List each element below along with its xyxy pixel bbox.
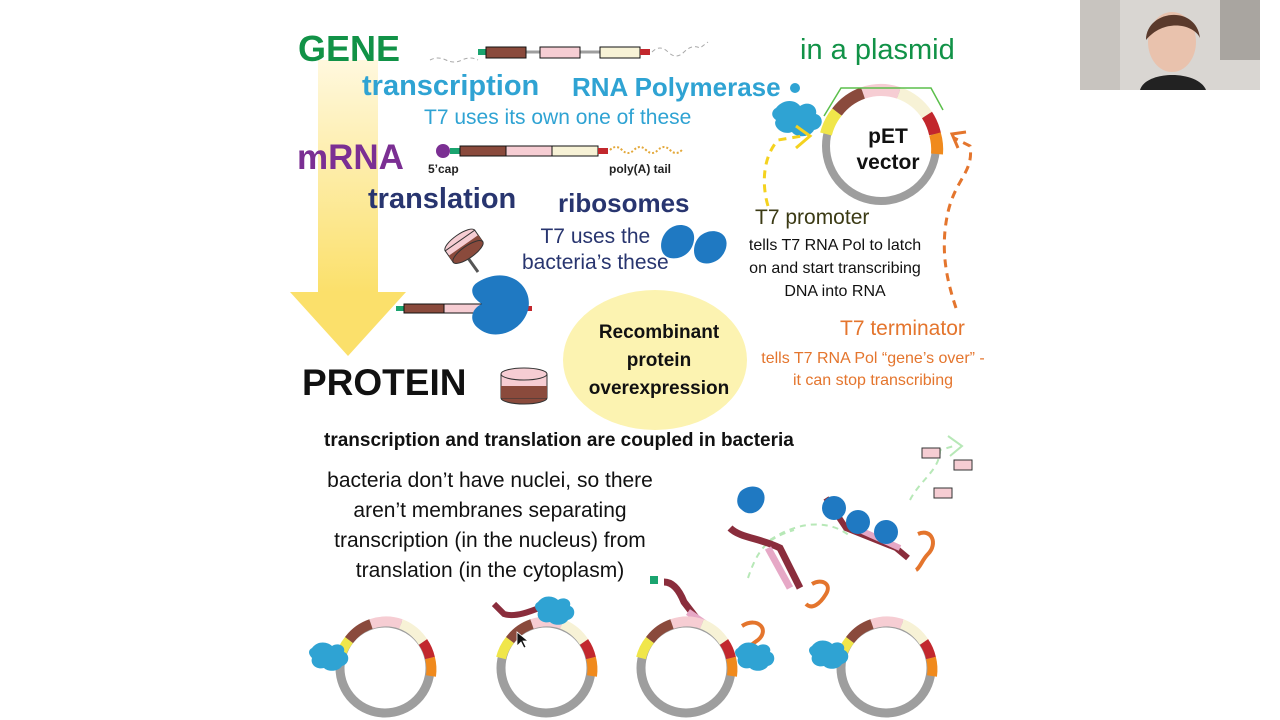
promoter-arrow xyxy=(762,124,813,207)
presenter-video[interactable] xyxy=(1080,0,1260,90)
pet-vector-plasmid xyxy=(820,84,944,205)
gene-to-protein-arrow xyxy=(290,60,406,356)
gene-label: GENE xyxy=(298,28,401,69)
translation-illustration xyxy=(396,228,532,335)
plasmid-step-4 xyxy=(841,621,932,713)
t7-promoter-desc: tells T7 RNA Pol to latch on and start t… xyxy=(748,237,922,300)
gene-dna-strand xyxy=(429,41,709,63)
recombinant-label: Recombinant protein overexpression xyxy=(588,322,730,399)
plasmid-step-2 xyxy=(501,621,592,713)
rna-pol-blobs-bottom xyxy=(309,596,849,671)
rna-polymerase-label: RNA Polymerase xyxy=(572,72,781,102)
mrna-label: mRNA xyxy=(297,138,404,177)
protein-stack-icon xyxy=(500,367,548,405)
ribosomes-label: ribosomes xyxy=(558,188,690,218)
t7-bacteria-note: T7 uses the bacteria’s these xyxy=(522,225,669,274)
t7-own-note: T7 uses its own one of these xyxy=(424,106,692,129)
polya-label: poly(A) tail xyxy=(609,162,671,176)
recombinant-highlight xyxy=(563,290,747,430)
mrna-strand xyxy=(436,144,683,158)
cap-label: 5’cap xyxy=(428,162,459,176)
bacteria-nuclei-text: bacteria don’t have nuclei, so there are… xyxy=(327,469,653,582)
presenter-video-icon xyxy=(1080,0,1260,90)
rna-polymerase-blob xyxy=(772,83,822,137)
protein-label: PROTEIN xyxy=(302,362,467,403)
t7-terminator-label: T7 terminator xyxy=(840,317,965,340)
transcription-label: transcription xyxy=(362,70,540,102)
coupled-heading: transcription and translation are couple… xyxy=(324,430,794,451)
t7-promoter-label: T7 promoter xyxy=(755,206,870,229)
t7-terminator-desc: tells T7 RNA Pol “gene’s over” - it can … xyxy=(761,350,985,389)
terminator-arrow xyxy=(942,130,973,309)
mouse-cursor-icon xyxy=(516,631,530,649)
coupled-illustration xyxy=(491,435,973,652)
plasmid-step-1 xyxy=(340,621,431,713)
translation-label: translation xyxy=(368,183,517,215)
plasmid-step-3 xyxy=(641,621,732,713)
ribosome-pair xyxy=(661,225,727,264)
plasmid-title: in a plasmid xyxy=(800,34,955,66)
pet-vector-label: pET vector xyxy=(856,125,920,174)
